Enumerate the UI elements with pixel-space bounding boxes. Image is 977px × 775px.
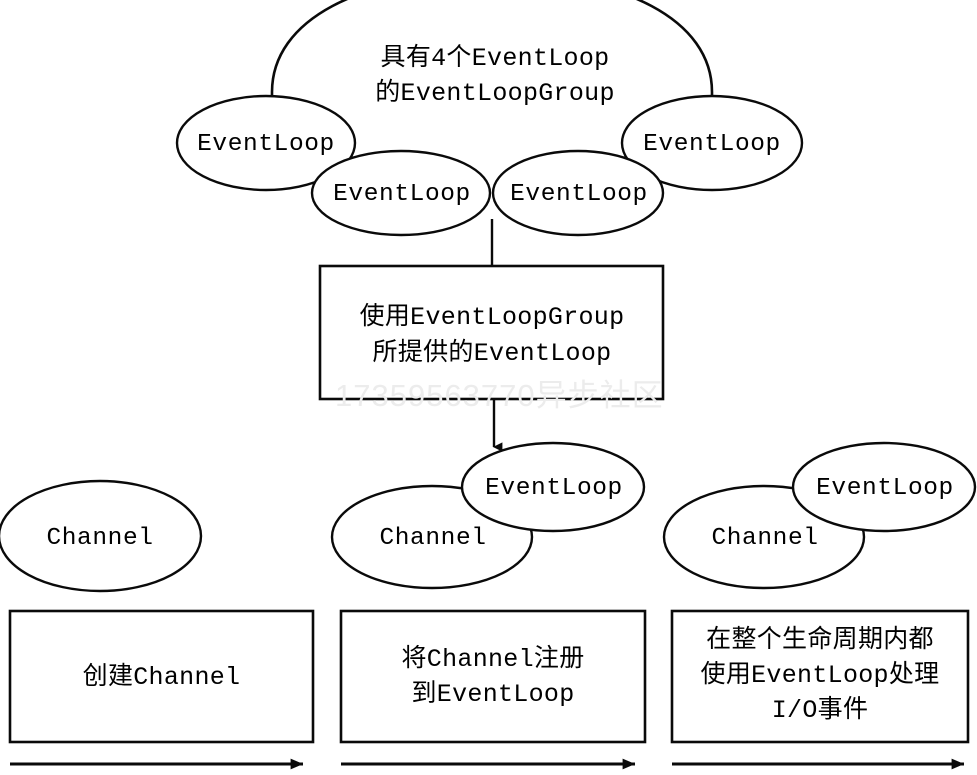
event-loop-ellipse-4[interactable]: [620, 94, 804, 192]
step-box-2-outline[interactable]: [339, 609, 647, 744]
step-box-1-outline[interactable]: [8, 609, 315, 744]
stage-two-event-loop-ellipse[interactable]: [460, 441, 646, 533]
event-loop-ellipse-2[interactable]: [310, 149, 492, 237]
middle-box-outline[interactable]: [318, 264, 665, 401]
event-loop-group-outline: [270, 0, 714, 93]
step-box-3-outline[interactable]: [670, 609, 970, 744]
stage-one-channel-ellipse[interactable]: [0, 479, 203, 593]
event-loop-ellipse-3[interactable]: [491, 149, 665, 237]
event-loop-ellipse-1[interactable]: [175, 94, 357, 192]
stage-three-event-loop-ellipse[interactable]: [791, 441, 977, 533]
